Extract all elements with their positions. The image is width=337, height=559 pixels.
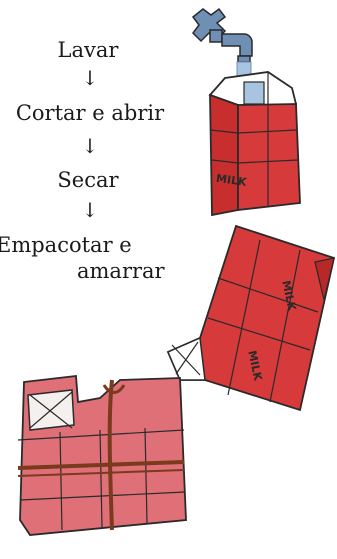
milk-carton-icon: MILK [208, 71, 301, 217]
step-tie: amarrar [77, 259, 165, 283]
arrow-down-icon: ↓ [81, 134, 99, 158]
step-pack: Empacotar e [0, 233, 132, 257]
arrow-down-icon: ↓ [81, 198, 99, 222]
recycling-steps: Lavar ↓ Cortar e abrir ↓ Secar ↓ Empacot… [0, 0, 185, 300]
carton-label: MILK [215, 172, 248, 189]
arrow-down-icon: ↓ [81, 66, 99, 90]
flattened-carton-icon: MILK MILK [166, 224, 336, 412]
carton-label: MILK [279, 279, 298, 312]
step-wash: Lavar [57, 38, 119, 62]
step-cut-open: Cortar e abrir [15, 101, 165, 125]
tap-icon [191, 7, 253, 63]
step-dry: Secar [57, 168, 119, 192]
carton-label: MILK [245, 349, 264, 382]
carton-bundle-icon [17, 374, 187, 536]
